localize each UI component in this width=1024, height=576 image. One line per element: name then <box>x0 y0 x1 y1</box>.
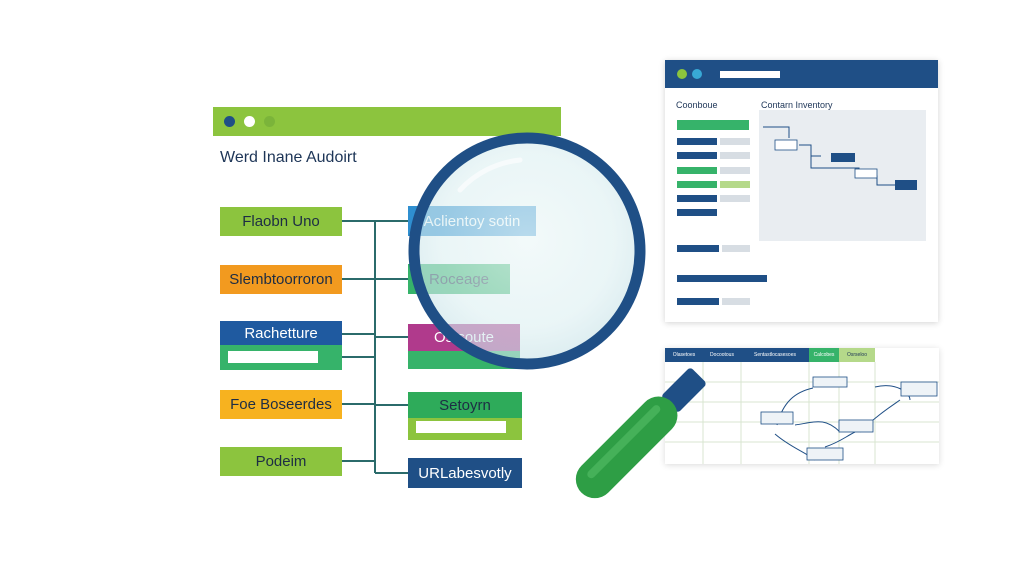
inventory-row[interactable] <box>677 167 717 174</box>
right-node-5-label: URLabesvotly <box>418 464 512 482</box>
flow-node[interactable] <box>831 153 855 162</box>
left-node-1[interactable]: Flaobn Uno <box>220 207 342 236</box>
inventory-right-title: Contarn Inventory <box>761 100 833 110</box>
address-bar[interactable] <box>720 71 780 78</box>
window-dot-green[interactable] <box>264 116 275 127</box>
right-node-4-label: Setoyrn <box>439 396 491 414</box>
flow-grid-diagram <box>665 362 939 464</box>
window-dot-blue[interactable] <box>224 116 235 127</box>
flow-tab-3[interactable]: Sentastlocasesoes <box>741 348 809 362</box>
left-node-3-subpanel <box>220 345 342 370</box>
flow-node[interactable] <box>895 180 917 190</box>
inventory-row-fill <box>722 245 750 252</box>
inventory-row-fill <box>720 152 750 159</box>
inventory-row[interactable] <box>677 195 717 202</box>
inventory-row[interactable] <box>677 275 767 282</box>
content-inventory-window: Coonboue Contarn Inventory <box>665 60 938 322</box>
audit-title: Werd Inane Audoirt <box>220 149 357 166</box>
left-node-3[interactable]: Rachetture <box>220 321 342 345</box>
flow-node[interactable] <box>900 381 938 397</box>
flow-tab-4[interactable]: Calcobes <box>809 348 839 362</box>
flow-tab-5[interactable]: Osrseloo <box>839 348 875 362</box>
flow-node[interactable] <box>812 376 848 388</box>
flow-node[interactable] <box>760 411 794 425</box>
flow-node[interactable] <box>838 419 874 433</box>
left-node-3-label: Rachetture <box>244 324 318 342</box>
left-node-1-label: Flaobn Uno <box>242 213 320 230</box>
inventory-titlebar <box>665 60 938 88</box>
inventory-row[interactable] <box>677 298 719 305</box>
inventory-row-fill <box>720 181 750 188</box>
flow-node[interactable] <box>854 168 878 179</box>
inventory-row-fill <box>720 138 750 145</box>
left-node-2[interactable]: Slembtoorroron <box>220 265 342 294</box>
right-node-4[interactable]: Setoyrn <box>408 392 522 418</box>
flow-node[interactable] <box>806 447 844 461</box>
left-node-5-label: Podeim <box>255 453 307 470</box>
inventory-flow-panel <box>759 110 926 241</box>
flow-tab-1[interactable]: Olasetoes <box>665 348 703 362</box>
sitemap-flow-window: Olasetoes Docootous Sentastlocasesoes Ca… <box>665 348 939 464</box>
inventory-row[interactable] <box>677 209 717 216</box>
flow-tab-3-label: Sentastlocasesoes <box>754 352 796 358</box>
flow-node[interactable] <box>774 139 798 151</box>
window-dot-green[interactable] <box>677 69 687 79</box>
inventory-row[interactable] <box>677 138 717 145</box>
audit-window-titlebar <box>213 107 561 136</box>
right-node-4-subbar <box>416 421 506 433</box>
inventory-row-fill <box>720 167 750 174</box>
right-node-5[interactable]: URLabesvotly <box>408 458 522 488</box>
flow-tab-1-label: Olasetoes <box>672 352 696 358</box>
left-node-4[interactable]: Foe Boseerdes <box>220 390 342 419</box>
window-dot-blue[interactable] <box>692 69 702 79</box>
inventory-row-fill <box>722 298 750 305</box>
inventory-row[interactable] <box>677 152 717 159</box>
inventory-row[interactable] <box>677 181 717 188</box>
flow-tab-5-label: Osrseloo <box>846 352 867 358</box>
inventory-row[interactable] <box>677 245 719 252</box>
inventory-row-fill <box>720 195 750 202</box>
magnifier-lens[interactable] <box>407 131 648 372</box>
flow-tab-4-label: Calcobes <box>813 352 835 358</box>
left-node-4-label: Foe Boseerdes <box>230 396 332 413</box>
right-node-4-subpanel <box>408 418 522 440</box>
inventory-flow-diagram <box>763 126 917 190</box>
flow-tab-2-label: Docootous <box>710 352 734 358</box>
flow-tab-2[interactable]: Docootous <box>703 348 741 362</box>
window-dot-white[interactable] <box>244 116 255 127</box>
left-node-2-label: Slembtoorroron <box>229 271 333 288</box>
inventory-left-title: Coonboue <box>676 100 718 110</box>
inventory-row-header[interactable] <box>677 120 749 130</box>
left-node-5[interactable]: Podeim <box>220 447 342 476</box>
left-node-3-subbar <box>228 351 318 363</box>
